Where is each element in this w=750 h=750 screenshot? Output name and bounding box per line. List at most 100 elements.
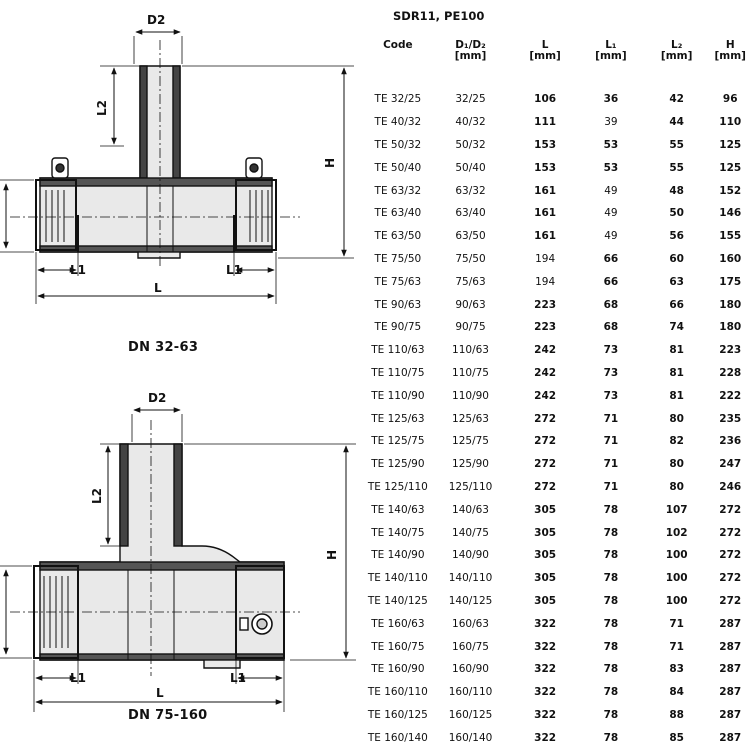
header-l2: L₂[mm]: [660, 40, 693, 62]
table-cell: TE 160/63: [371, 617, 425, 630]
table-cell: 78: [603, 503, 619, 516]
table-cell: 88: [669, 708, 684, 721]
table-cell: TE 125/63: [371, 412, 425, 425]
table-cell: 160/125: [448, 708, 493, 721]
table-cell: 125: [719, 161, 742, 174]
table-cell: 80: [669, 458, 684, 471]
table-cell: 272: [719, 594, 742, 607]
table-cell: 106: [534, 93, 557, 106]
table-cell: 50: [669, 207, 684, 220]
table-cell: 55: [669, 161, 684, 174]
table-cell: 78: [603, 663, 619, 676]
table-cell: 272: [534, 412, 557, 425]
table-cell: 125: [719, 138, 742, 151]
label-l1-left: L1: [70, 671, 86, 685]
table-cell: TE 160/75: [371, 640, 425, 653]
table-cell: 272: [534, 458, 557, 471]
table-cell: TE 140/63: [371, 503, 425, 516]
table-cell: 272: [719, 572, 742, 585]
table-cell: TE 160/110: [367, 686, 428, 699]
table-cell: 125/75: [452, 435, 489, 448]
table-cell: 152: [719, 184, 742, 197]
table-cell: 78: [603, 549, 619, 562]
table-cell: 71: [603, 458, 619, 471]
label-l1-right: L1: [230, 671, 246, 685]
dimensions-table: Code D₁/D₂[mm] L[mm] L₁[mm] L₂[mm] H[mm]…: [366, 40, 750, 749]
table-cell: 161: [534, 184, 557, 197]
table-cell: 272: [719, 503, 742, 516]
table-cell: TE 125/110: [367, 480, 428, 493]
table-cell: 100: [665, 572, 688, 585]
table-cell: 287: [719, 731, 742, 744]
table-cell: 111: [534, 116, 557, 129]
table-cell: 194: [535, 275, 556, 288]
drawing-caption-top: DN 32-63: [128, 340, 199, 355]
table-cell: TE 140/110: [367, 572, 428, 585]
table-cell: 272: [719, 549, 742, 562]
table-cell: 125/63: [452, 412, 489, 425]
table-cell: 322: [534, 617, 557, 630]
table-cell: 160/63: [452, 617, 489, 630]
table-cell: 42: [669, 93, 684, 106]
table-cell: 81: [669, 366, 684, 379]
table-cell: TE 50/40: [374, 161, 422, 174]
table-cell: TE 50/32: [374, 138, 422, 151]
table-cell: 125/110: [448, 480, 493, 493]
header-code: Code: [383, 40, 413, 51]
table-cell: TE 75/50: [374, 252, 422, 265]
table-cell: 78: [603, 617, 619, 630]
table-cell: 63: [669, 275, 684, 288]
table-cell: 322: [534, 640, 557, 653]
table-cell: 68: [603, 298, 619, 311]
label-h: H: [323, 158, 337, 168]
table-cell: 78: [603, 572, 619, 585]
table-cell: 68: [603, 321, 619, 334]
table-cell: 50/40: [455, 161, 486, 174]
table-cell: 146: [719, 207, 742, 220]
table-cell: 63/50: [455, 230, 486, 243]
table-cell: 305: [534, 594, 557, 607]
label-d2: D2: [147, 13, 165, 27]
table-cell: 160: [719, 252, 742, 265]
table-cell: 180: [719, 321, 742, 334]
table-cell: 272: [534, 435, 557, 448]
table-cell: 78: [603, 708, 619, 721]
table-cell: 305: [534, 526, 557, 539]
table-cell: 71: [669, 640, 684, 653]
table-cell: TE 40/32: [374, 116, 422, 129]
table-cell: 36: [603, 93, 619, 106]
table-cell: 55: [669, 138, 684, 151]
table-cell: 56: [669, 230, 684, 243]
header-l1: L₁[mm]: [595, 40, 627, 62]
table-cell: 83: [669, 663, 684, 676]
table-cell: 110/75: [452, 366, 489, 379]
table-cell: 107: [665, 503, 688, 516]
table-cell: 71: [669, 617, 684, 630]
table-cell: 140/125: [448, 594, 493, 607]
table-cell: 80: [669, 480, 684, 493]
table-cell: TE 110/75: [371, 366, 425, 379]
table-cell: TE 125/75: [371, 435, 425, 448]
table-cell: 82: [669, 435, 684, 448]
table-cell: 272: [534, 480, 557, 493]
table-cell: 49: [604, 207, 618, 220]
table-cell: 322: [534, 686, 557, 699]
table-cell: 322: [534, 731, 557, 744]
table-cell: 305: [534, 549, 557, 562]
spec-heading: SDR11, PE100: [393, 9, 485, 23]
tee-drawing-dn75-160: [0, 407, 356, 712]
table-cell: 78: [603, 526, 619, 539]
